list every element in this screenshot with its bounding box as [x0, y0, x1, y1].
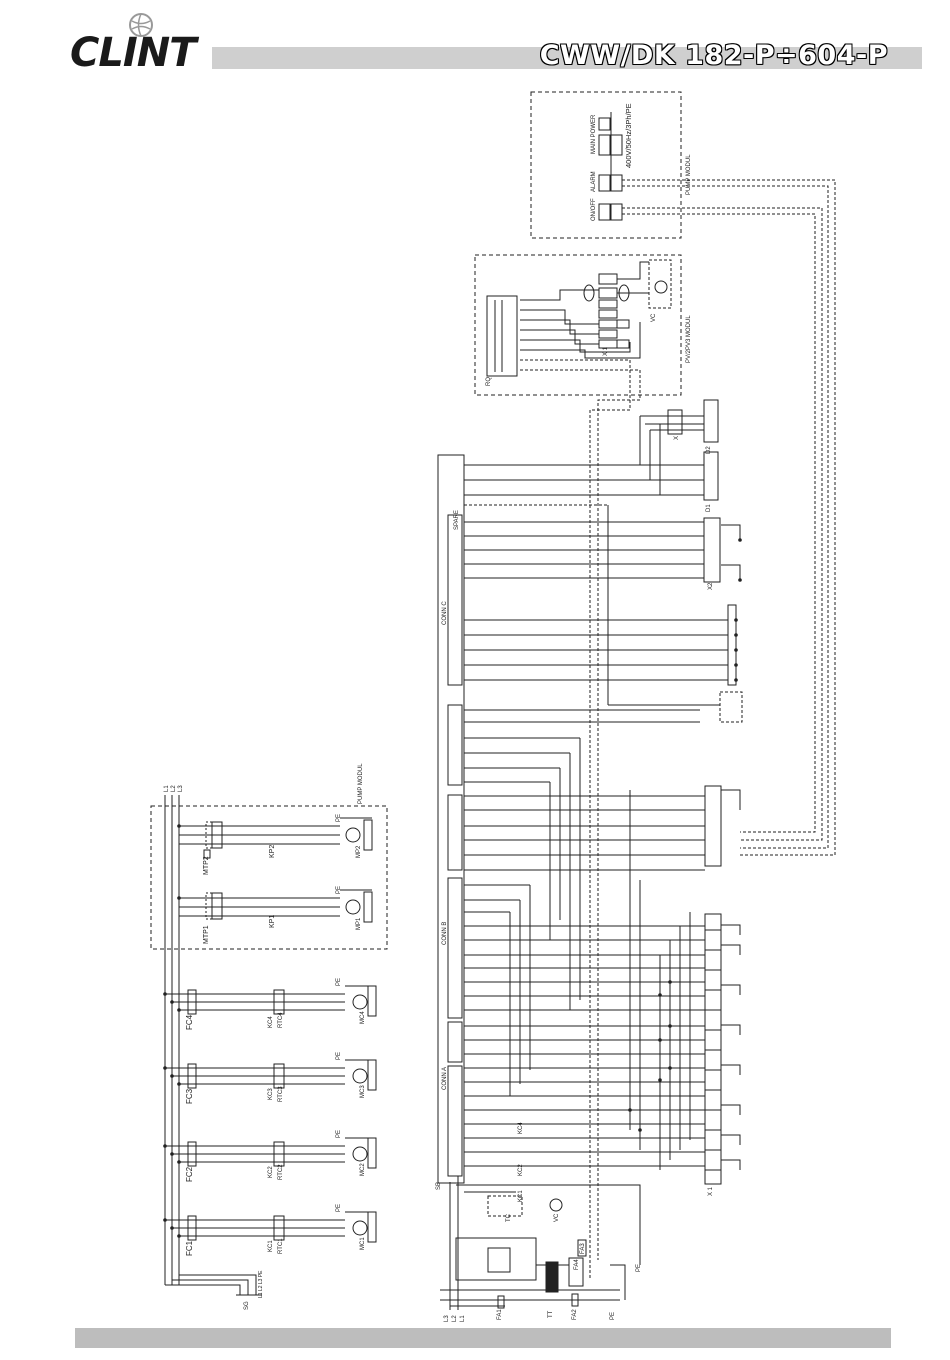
- power-dots: [163, 824, 181, 1238]
- rtc3-label: RTC3: [278, 1086, 284, 1102]
- line-l2-label: L2: [171, 785, 177, 792]
- fc1-label: FC1: [185, 1240, 194, 1256]
- pe-mc3-label: PE: [336, 1052, 342, 1060]
- d1-label: D1: [706, 504, 712, 512]
- mc4-label: MC4: [360, 1011, 366, 1024]
- sg-terminals-label: L1 L2 L3 PE: [258, 1270, 264, 1298]
- logo-globe-icon: [129, 13, 153, 37]
- power-section: [150, 795, 388, 1296]
- mtp2-label: MTP2: [203, 856, 210, 875]
- tt-label: TT: [548, 1310, 554, 1318]
- fc2-label: FC2: [185, 1166, 194, 1182]
- pump-signal-wires: [520, 179, 836, 1280]
- x-label: X: [674, 436, 680, 440]
- mc1-label: MC1: [360, 1237, 366, 1250]
- fa2-label: FA2: [572, 1309, 578, 1320]
- d-blocks: [639, 399, 719, 501]
- fa1-label: FA1: [497, 1309, 503, 1320]
- control-section: [440, 1123, 641, 1310]
- kp2-label: KP2: [269, 845, 276, 858]
- ctrl-l3-label: L3: [444, 1315, 450, 1322]
- x1-pv-label: X 1: [603, 346, 609, 356]
- kc4-coil-label: KC4: [518, 1122, 524, 1134]
- pe-mc4-label: PE: [336, 978, 342, 986]
- model-title: CWW/DK 182-P÷604-P: [539, 40, 888, 71]
- pe-mc1-label: PE: [336, 1204, 342, 1212]
- sg-label: SG: [244, 1301, 250, 1310]
- fc3-label: FC3: [185, 1088, 194, 1104]
- pe-control-label: PE: [610, 1312, 616, 1320]
- header-bar: [212, 47, 922, 69]
- pe-mp1-label: PE: [336, 886, 342, 894]
- kc1-label: KC1: [268, 1240, 274, 1252]
- d2-label: D2: [706, 446, 712, 454]
- pv-modul-title: PV/2PV3 MODUL: [686, 315, 692, 363]
- sb-label: SB: [436, 1182, 442, 1190]
- ctrl-l2-label: L2: [452, 1315, 458, 1322]
- spare-label: SPARE: [454, 510, 460, 530]
- kc3-label: KC3: [268, 1088, 274, 1100]
- mp2-label: MP2: [356, 845, 362, 858]
- supply-label: 400V/50Hz/3Ph/PE: [624, 103, 633, 168]
- line-l3-label: L3: [178, 785, 184, 792]
- mtp1-label: MTP1: [203, 925, 210, 944]
- pe-control-label-2: PE: [636, 1264, 642, 1272]
- line-l1-label: L1: [164, 785, 170, 792]
- conn-c-label: CONN C: [442, 601, 448, 625]
- wiring-diagram: PUMP MODUL MAIN POWER ALARM ON/OFF 400V/…: [150, 91, 836, 1322]
- ctrl-l1-label: L1: [460, 1315, 466, 1322]
- rtc2-label: RTC2: [278, 1164, 284, 1180]
- page-header: CLINT CWW/DK 182-P÷604-P: [0, 0, 950, 80]
- kc2-coil-label: KC2: [518, 1164, 524, 1176]
- footer-bar: [75, 1328, 891, 1348]
- terminal-dots: [628, 538, 742, 1132]
- pe-mp2-label: PE: [336, 814, 342, 822]
- kp1-label: KP1: [269, 915, 276, 928]
- pump-modul-box: [530, 91, 682, 239]
- onoff-label: ON/OFF: [591, 198, 597, 221]
- brand-logo: CLINT: [70, 30, 196, 76]
- conn-a-label: CONN A: [442, 1067, 448, 1090]
- pe-mc2-label: PE: [336, 1130, 342, 1138]
- mc2-label: MC2: [360, 1163, 366, 1176]
- conn-b-label: CONN B: [442, 922, 448, 945]
- pv-modul-box: [474, 254, 682, 396]
- x1-label: X 1: [708, 1186, 714, 1196]
- tc-label: TC: [506, 1213, 512, 1222]
- alarm-label: ALARM: [591, 171, 597, 192]
- mc3-label: MC3: [360, 1085, 366, 1098]
- mp1-label: MP1: [356, 917, 362, 930]
- board-wires: [464, 464, 728, 1167]
- rtc4-label: RTC4: [278, 1012, 284, 1028]
- pump-modul-power-label: PUMP MODUL: [358, 763, 364, 804]
- fa4-label: FA4: [574, 1259, 580, 1270]
- vc-control-label: VC: [554, 1213, 560, 1222]
- kc2-label: KC2: [268, 1166, 274, 1178]
- controller-board: [437, 454, 465, 1184]
- fa3-label: FA3: [580, 1243, 586, 1254]
- kc4-label: KC4: [268, 1016, 274, 1028]
- rtc1-label: RTC1: [278, 1238, 284, 1254]
- right-terminal-blocks: [629, 517, 743, 1185]
- vc-pv-label: VC: [651, 313, 657, 322]
- pump-modul-title: PUMP MODUL: [686, 154, 692, 195]
- x2-label: X2: [708, 582, 714, 590]
- main-power-label: MAIN POWER: [591, 114, 597, 154]
- rq-label: RQ: [486, 377, 492, 386]
- kc1-coil-label: KC1: [518, 1190, 524, 1202]
- fc4-label: FC4: [185, 1014, 194, 1030]
